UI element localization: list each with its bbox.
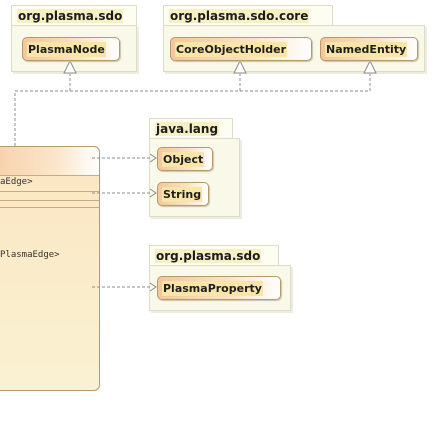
class-name: PlasmaProperty [162, 280, 263, 296]
package-tab-org-plasma-sdo-lower: org.plasma.sdo [149, 245, 279, 265]
class-compartment-divider [0, 191, 99, 192]
inheritance-arrowhead [233, 59, 247, 74]
generalization-line-named-entity [14, 74, 371, 146]
class-compartment-divider [0, 175, 99, 176]
class-compartment-divider [0, 207, 99, 208]
class-name: CoreObjectHolder [175, 41, 288, 57]
inheritance-arrowhead [63, 59, 77, 74]
class-name: Object [162, 151, 205, 167]
class-plasma-property[interactable]: PlasmaProperty [157, 276, 281, 300]
dependency-arrowhead [149, 188, 157, 198]
class-name: NamedEntity [325, 41, 408, 57]
package-tab-org-plasma-sdo: org.plasma.sdo [11, 5, 137, 25]
class-named-entity[interactable]: NamedEntity [320, 37, 418, 61]
class-object[interactable]: Object [157, 147, 213, 171]
main-class-attribute-plasma-edge: PlasmaEdge> [0, 250, 60, 260]
main-class-attribute-edge: aEdge> [0, 177, 33, 187]
package-label: org.plasma.sdo.core [169, 9, 310, 23]
inheritance-arrowhead [363, 59, 377, 74]
class-core-object-holder[interactable]: CoreObjectHolder [170, 37, 312, 61]
main-class-header [0, 147, 99, 175]
dependency-arrowhead [149, 282, 157, 292]
package-label: org.plasma.sdo [155, 249, 262, 263]
dependency-arrowhead [149, 153, 157, 163]
package-label: java.lang [155, 122, 220, 136]
class-name: PlasmaNode [27, 41, 106, 57]
package-tab-org-plasma-sdo-core: org.plasma.sdo.core [163, 5, 333, 25]
class-compartment-divider [0, 200, 99, 201]
class-string[interactable]: String [157, 182, 209, 206]
package-label: org.plasma.sdo [17, 9, 124, 23]
main-class-box[interactable] [0, 146, 100, 391]
class-name: String [162, 186, 203, 202]
package-tab-java-lang: java.lang [149, 118, 233, 138]
class-plasma-node[interactable]: PlasmaNode [22, 37, 120, 61]
